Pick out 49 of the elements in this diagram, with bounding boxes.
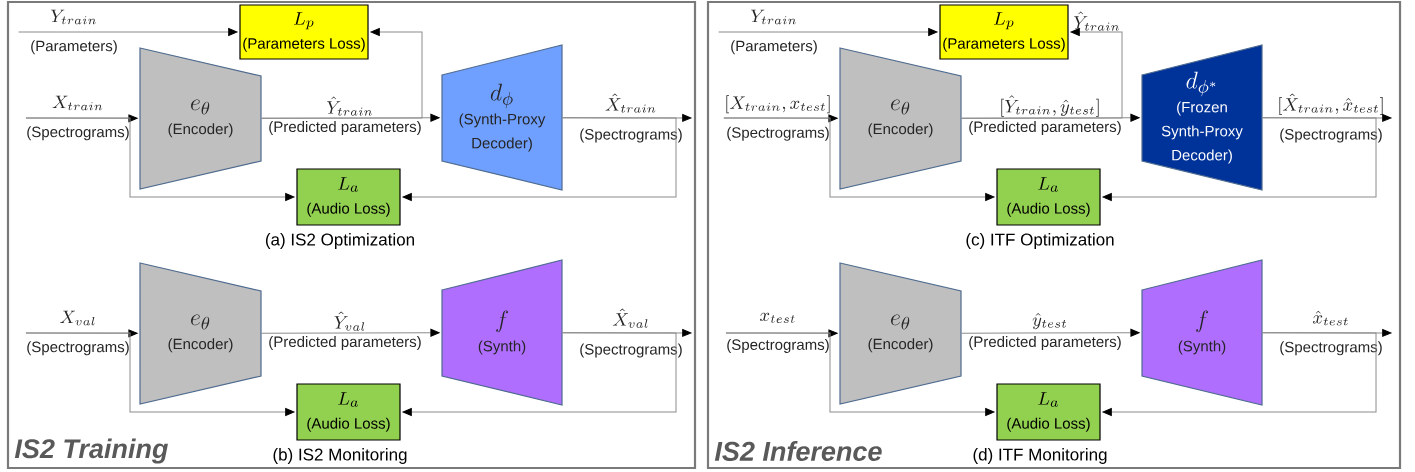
- signal-label: $\hat{X}_{train}$ (Spectrograms): [580, 93, 682, 143]
- signal-caption: (Predicted parameters): [269, 121, 421, 135]
- encoder-trapezoid: $e_\theta$ (Encoder): [139, 262, 262, 405]
- loss-box: $L_a$ (Audio Loss): [996, 383, 1101, 441]
- loss-box: $L_a$ (Audio Loss): [296, 168, 401, 226]
- arrow: [402, 332, 677, 416]
- arrow: [260, 328, 440, 337]
- subfigure-caption: (d) ITF Monitoring: [973, 448, 1107, 464]
- synth-trapezoid: $f$ (Synth): [1141, 259, 1263, 406]
- loss-box: $L_a$ (Audio Loss): [996, 168, 1101, 226]
- arrow: [25, 117, 295, 201]
- signal-caption: (Predicted parameters): [969, 121, 1121, 135]
- signal-label: $Y_{train}$ (Parameters): [31, 9, 117, 55]
- arrow: [18, 28, 238, 36]
- signal-label: $Y_{train}$ (Parameters): [731, 9, 817, 55]
- arrow: [25, 332, 295, 416]
- arrow: [960, 28, 1123, 119]
- subfigure-caption: (a) IS2 Optimization: [265, 233, 414, 249]
- subfigure-caption: (c) ITF Optimization: [966, 233, 1114, 249]
- signal-label: $\hat{x}_{test}$ (Spectrograms): [1280, 310, 1382, 356]
- arrow: [960, 328, 1140, 337]
- arrow: [725, 332, 995, 416]
- arrow: [402, 117, 677, 201]
- arrow: [1102, 117, 1377, 201]
- edge-label: $\hat{y}_{test}$: [1032, 313, 1067, 330]
- signal-label: $\hat{X}_{val}$ (Spectrograms): [580, 308, 682, 358]
- edge-label: $\hat{Y}_{train}$: [326, 96, 372, 116]
- loss-box: $L_p$ (Parameters Loss): [939, 4, 1069, 60]
- signal-caption: (Predicted parameters): [269, 336, 421, 350]
- subfigure-caption: (b) IS2 Monitoring: [273, 448, 407, 464]
- signal-caption: (Predicted parameters): [969, 336, 1121, 350]
- decoder-trapezoid: $d_{\phi}$ (Synth-Proxy Decoder): [441, 44, 563, 191]
- encoder-trapezoid: $e_\theta$ (Encoder): [839, 262, 962, 405]
- signal-label: $x_{test}$ (Spectrograms): [727, 312, 829, 353]
- signal-label: $[X_{train}, x_{test}]$ (Spectrograms): [726, 95, 830, 141]
- arrow: [718, 28, 938, 36]
- edge-label: $\hat{Y}_{val}$: [334, 311, 365, 331]
- arrow: [1102, 332, 1377, 416]
- signal-label: $X_{val}$ (Spectrograms): [27, 310, 129, 356]
- arrow: [260, 28, 423, 119]
- arrow: [723, 117, 995, 201]
- signal-label: $[\hat{X}_{train}, \hat{x}_{test}]$ (Spectrograms): [1279, 93, 1383, 143]
- edge-label: $[\hat{Y}_{train}, \hat{y}_{test}]$: [1001, 95, 1099, 117]
- decoder-trapezoid: $d_{\phi^{*}}$ (Frozen Synth-Proxy Decoder): [1141, 44, 1263, 191]
- synth-trapezoid: $f$ (Synth): [441, 259, 563, 406]
- loss-box: $L_a$ (Audio Loss): [296, 383, 401, 441]
- loss-box: $L_p$ (Parameters Loss): [239, 4, 369, 60]
- edge-label: $\hat{Y}_{train}$: [1073, 11, 1119, 31]
- signal-label: $X_{train}$ (Spectrograms): [27, 95, 129, 141]
